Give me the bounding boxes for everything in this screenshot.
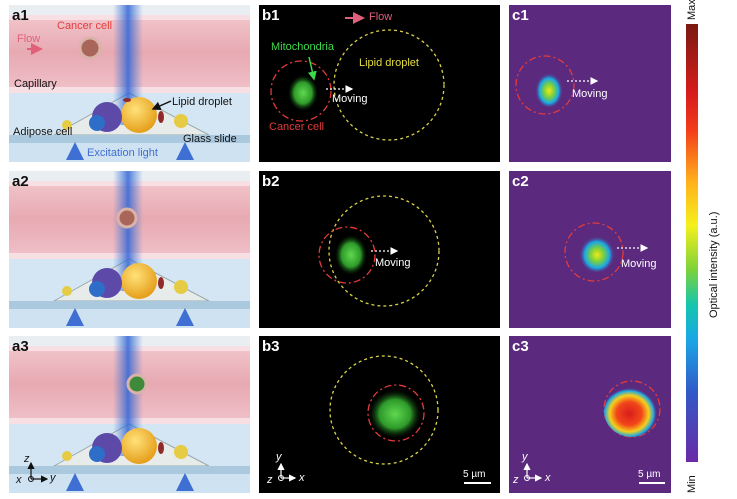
panel-c3: c3 5 µm y z x xyxy=(509,336,671,493)
moving-label: Moving xyxy=(572,88,608,100)
capillary-label: Capillary xyxy=(14,78,57,90)
moving-label: Moving xyxy=(375,257,411,269)
cancer-cell xyxy=(78,36,102,60)
axis-z-label: z xyxy=(24,453,30,465)
fluorescence-image-b3 xyxy=(277,355,491,484)
lipid-droplet xyxy=(121,97,157,133)
panel-label: b1 xyxy=(262,7,280,24)
cancer-cell-outline xyxy=(515,55,575,115)
fluorescence-image-b1 xyxy=(270,12,445,141)
excitation-light-label: Excitation light xyxy=(87,147,158,159)
colorbar-min-label: Min xyxy=(686,475,698,493)
fluorescence-image-b2 xyxy=(318,195,440,307)
intensity-map xyxy=(604,385,660,437)
glass-slide xyxy=(9,135,250,143)
intensity-map xyxy=(579,234,615,272)
heatmap-c1 xyxy=(515,55,599,115)
schematic-a1 xyxy=(9,5,250,162)
colorbar xyxy=(686,24,698,462)
schematic-a3 xyxy=(9,336,250,493)
lipid-droplet-outline xyxy=(328,195,440,307)
panel-c1: c1 Moving xyxy=(509,5,671,162)
panel-a1: a1 Cancer cell Flow Capillary Lipid drop… xyxy=(9,5,250,162)
panel-b2: b2 Moving xyxy=(259,171,500,328)
cancer-cell-label: Cancer cell xyxy=(269,121,325,133)
axis-x-label: x xyxy=(299,472,305,484)
panel-label: a3 xyxy=(12,338,29,355)
cancer-cell-outline xyxy=(270,60,332,122)
lipid-droplet-label: Lipid droplet xyxy=(172,96,232,108)
axis-z-label: z xyxy=(267,474,273,486)
axis-z-label: z xyxy=(513,474,519,486)
axis-x-label: x xyxy=(16,474,22,486)
scale-bar-label: 5 µm xyxy=(638,469,661,480)
cancer-cell-outline xyxy=(367,384,425,442)
mitochondria-signal xyxy=(335,235,367,275)
colorbar-max-label: Max xyxy=(686,0,698,20)
glass-slide-label: Glass slide xyxy=(183,133,237,145)
cancer-cell xyxy=(126,373,148,395)
panel-b3: b3 5 µm y z x xyxy=(259,336,500,493)
moving-label: Moving xyxy=(621,258,657,270)
lipid-droplet-label: Lipid droplet xyxy=(359,57,419,69)
axis-y-label: y xyxy=(50,472,56,484)
panel-label: a1 xyxy=(12,7,29,24)
cancer-cell-label: Cancer cell xyxy=(57,20,113,32)
moving-label: Moving xyxy=(332,93,368,105)
schematic-a2 xyxy=(9,171,250,328)
axis-y-label: y xyxy=(276,451,282,463)
cancer-cell xyxy=(116,207,138,229)
panel-label: c1 xyxy=(512,7,529,24)
flow-label: Flow xyxy=(369,11,393,23)
panel-a3: a3 z x y xyxy=(9,336,250,493)
heatmap-c3 xyxy=(523,380,665,484)
mitochondria-label: Mitochondria xyxy=(271,41,334,53)
panel-c2: c2 Moving xyxy=(509,171,671,328)
panel-a2: a2 xyxy=(9,171,250,328)
mitochondria-signal xyxy=(288,75,318,111)
panel-label: b3 xyxy=(262,338,280,355)
panel-label: a2 xyxy=(12,173,29,190)
lipid-droplet-outline xyxy=(333,29,445,141)
flow-label: Flow xyxy=(17,33,41,45)
heatmap-c2 xyxy=(564,222,649,282)
panel-label: c3 xyxy=(512,338,529,355)
axis-x-label: x xyxy=(545,472,551,484)
panel-label: c2 xyxy=(512,173,529,190)
lipid-droplet-outline xyxy=(329,355,439,465)
mitochondria-signal xyxy=(369,390,421,438)
cancer-cell-outline xyxy=(603,380,661,438)
colorbar-title: Optical intensity (a.u.) xyxy=(708,211,720,318)
scale-bar-label: 5 µm xyxy=(463,469,486,480)
intensity-map xyxy=(535,71,563,107)
cancer-cell-outline xyxy=(318,226,376,284)
axis-y-label: y xyxy=(522,451,528,463)
panel-label: b2 xyxy=(262,173,280,190)
panel-b1: b1 Flow Mitochondria Lipid droplet Movin… xyxy=(259,5,500,162)
adipose-cell-label: Adipose cell xyxy=(13,126,73,138)
cancer-cell-outline xyxy=(564,222,624,282)
